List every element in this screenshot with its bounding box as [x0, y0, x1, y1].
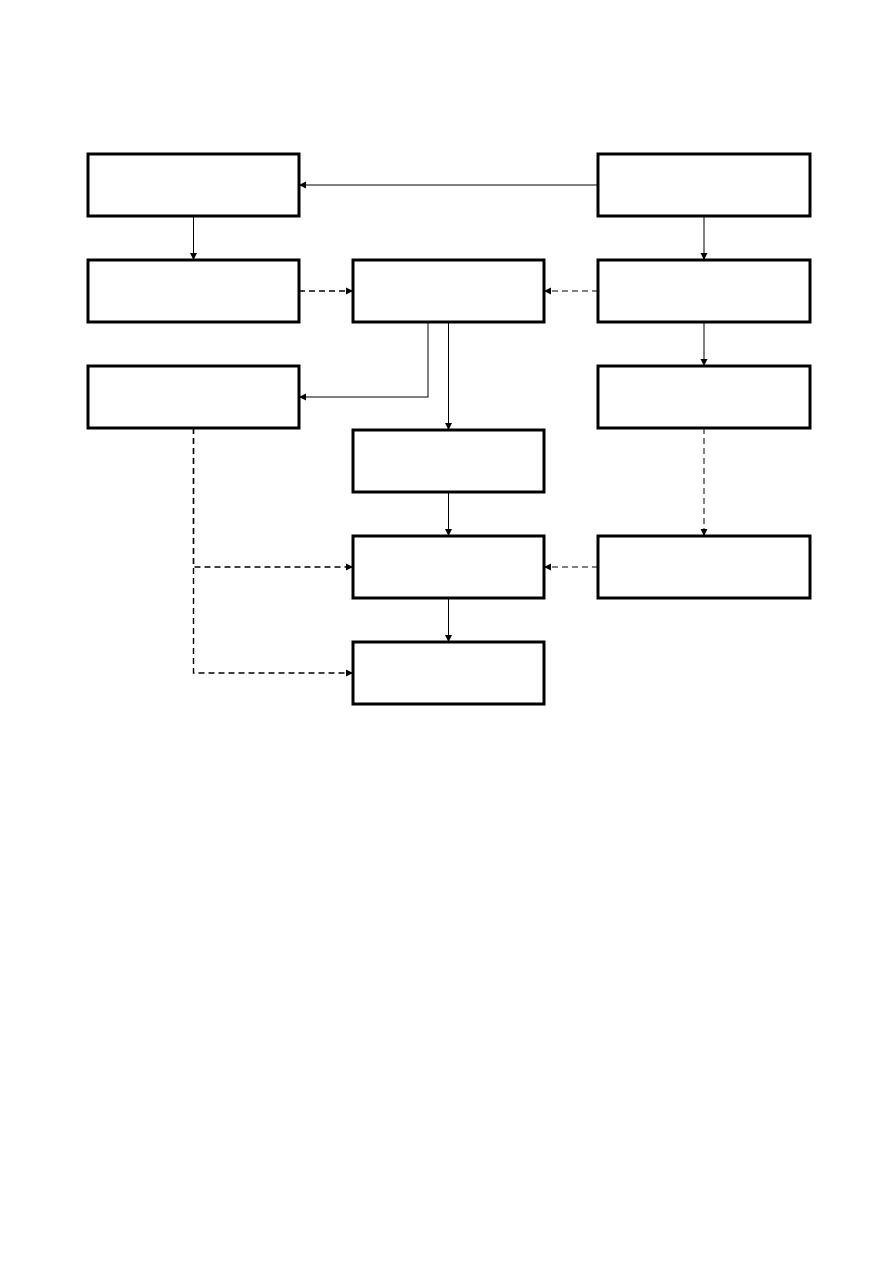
- flowchart-box: [351, 534, 546, 600]
- flowchart-box: [86, 152, 301, 218]
- connector-n6-to-n11: [192, 428, 353, 677]
- flowchart-node-n11: [351, 640, 546, 706]
- flowchart-node-n1: [86, 152, 301, 218]
- flowchart-box: [596, 534, 812, 600]
- edge-layer: [190, 181, 708, 677]
- flowchart-node-n2: [596, 152, 812, 218]
- flowchart-box: [86, 364, 301, 430]
- flowchart-box: [351, 428, 546, 494]
- flowchart-box: [351, 258, 546, 324]
- flowchart-node-n3: [86, 258, 301, 324]
- connector-n6-to-n9: [192, 428, 353, 571]
- flowchart-box: [596, 364, 812, 430]
- flowchart-node-n10: [596, 534, 812, 600]
- flowchart-box: [596, 152, 812, 218]
- flowchart-node-n6: [86, 364, 301, 430]
- node-layer: [86, 152, 812, 706]
- flowchart-node-n7: [596, 364, 812, 430]
- flowchart-box: [596, 258, 812, 324]
- flowchart-node-n5: [596, 258, 812, 324]
- flowchart-box: [86, 258, 301, 324]
- flowchart-node-n9: [351, 534, 546, 600]
- flowchart-node-n8: [351, 428, 546, 494]
- flowchart-node-n4: [351, 258, 546, 324]
- connector-n4-to-n6: [299, 322, 429, 401]
- flowchart-box: [351, 640, 546, 706]
